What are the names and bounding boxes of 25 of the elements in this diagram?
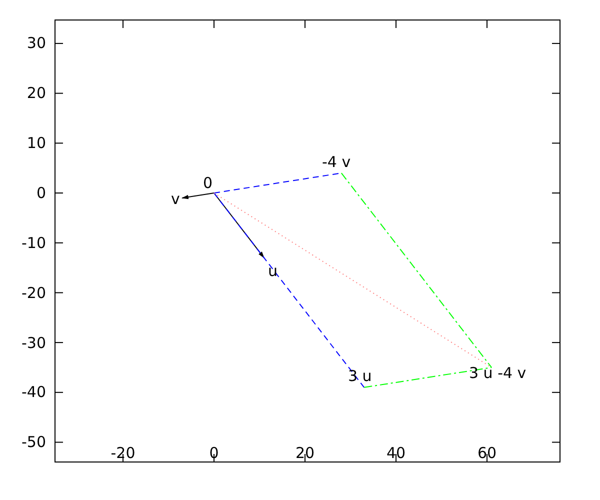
x-tick-label: 0 — [208, 444, 220, 462]
point-label: 0 — [203, 174, 213, 192]
x-tick-label: -20 — [110, 444, 136, 462]
point-label: -4 v — [322, 153, 351, 171]
y-tick-label: -10 — [20, 234, 46, 252]
y-tick-label: 10 — [26, 134, 46, 152]
y-tick-label: 0 — [35, 184, 46, 202]
vector-arrow — [181, 192, 214, 200]
point-label: u — [268, 262, 278, 280]
x-tick-label: 40 — [385, 444, 407, 462]
y-tick-label: -20 — [20, 284, 46, 302]
x-tick-label: 60 — [476, 444, 498, 462]
connector-line — [364, 366, 492, 388]
connector-line — [214, 192, 492, 368]
connector-line — [340, 172, 492, 368]
connector-line — [214, 192, 365, 388]
y-tick-label: -50 — [20, 433, 46, 452]
point-label: 3 u -4 v — [469, 364, 526, 382]
y-tick-label: 20 — [26, 84, 46, 102]
y-tick-label: 30 — [26, 34, 46, 52]
point-label: v — [171, 190, 180, 208]
y-tick-label: -30 — [20, 334, 46, 352]
y-tick-label: -40 — [20, 383, 46, 402]
x-tick-label: 20 — [294, 444, 316, 462]
point-label: 3 u — [348, 367, 372, 385]
